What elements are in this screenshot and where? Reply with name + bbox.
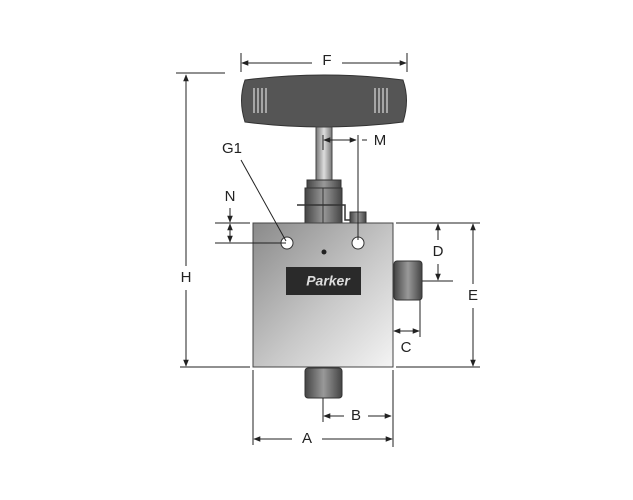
dim-label-c: C (401, 339, 412, 356)
bottom-port-nut (304, 367, 343, 399)
body-dot (321, 249, 327, 255)
dim-label-f: F (322, 52, 331, 69)
dim-label-a: A (302, 430, 312, 447)
dim-label-m: M (374, 132, 387, 149)
dim-label-d: D (433, 243, 444, 260)
dim-label-e: E (468, 287, 478, 304)
dim-label-n: N (225, 188, 236, 205)
parker-logo: Parker (286, 267, 361, 295)
side-port-nut (393, 260, 423, 301)
bonnet-nut (297, 179, 367, 224)
valve-stem (315, 126, 333, 184)
handle-knob (241, 74, 407, 128)
dimension-lines (176, 53, 480, 447)
svg-text:Parker: Parker (306, 273, 351, 289)
dim-label-h: H (181, 269, 192, 286)
dim-label-g1: G1 (222, 140, 242, 157)
dim-label-b: B (351, 407, 361, 424)
